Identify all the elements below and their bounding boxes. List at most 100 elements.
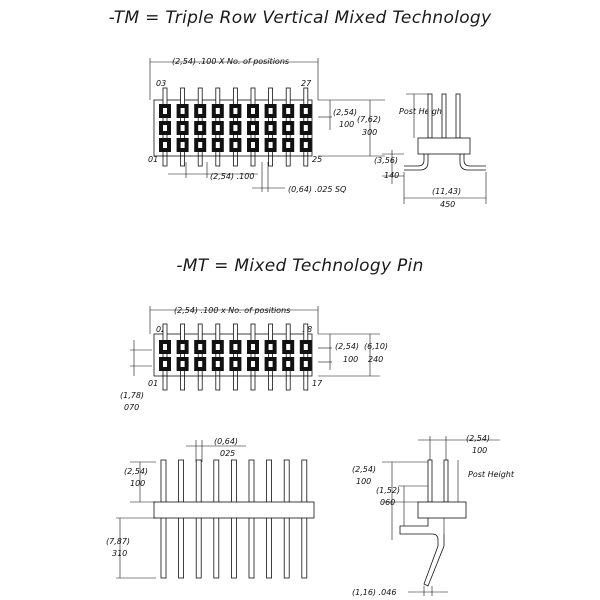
mt-pad-hole xyxy=(268,361,273,367)
tm-first-top: 03 xyxy=(156,79,166,88)
tm-pad-hole xyxy=(233,108,238,114)
tm-pin-tail xyxy=(250,155,256,167)
mt-dim-b-in: 240 xyxy=(368,355,383,364)
mt-front-view: (0,64) 025 (2,54) 100 (7,87) 310 xyxy=(106,437,315,579)
tm-pad-hole xyxy=(215,125,220,131)
mt-pin-tail xyxy=(215,375,221,391)
mt-dim-c-in: 070 xyxy=(124,403,139,412)
mt-front-pin xyxy=(248,459,255,579)
mt-front-pin xyxy=(266,459,273,579)
tm-pad-hole xyxy=(215,108,220,114)
mt-side-left-in: 100 xyxy=(356,477,371,486)
tm-pad-hole xyxy=(198,108,203,114)
mt-dim-len-mm: (7,87) xyxy=(106,537,130,546)
mt-pin-tail xyxy=(180,375,186,391)
mt-dim-c-mm: (1,78) xyxy=(120,391,144,400)
tm-last-top: 27 xyxy=(301,79,312,88)
mt-pad-hole xyxy=(303,344,308,350)
tm-side-view: Post Height (3,56) 140 (11,43) 450 xyxy=(374,93,487,209)
tm-dim-b-mm: (7,62) xyxy=(357,115,381,124)
tm-pad-hole xyxy=(198,142,203,148)
tm-pin-tail xyxy=(197,155,203,167)
tm-pad-hole xyxy=(180,125,185,131)
mt-pad-hole xyxy=(233,361,238,367)
mt-pin-tail xyxy=(162,375,168,391)
mt-side-view: (2,54) 100 Post Height (2,54) 100 (1,52)… xyxy=(352,434,515,597)
tm-first-bottom: 01 xyxy=(148,155,158,164)
tm-pad-hole xyxy=(251,125,255,131)
mt-front-pin xyxy=(195,459,202,579)
tm-pad-hole xyxy=(163,125,167,131)
tm-pad-hole xyxy=(163,108,167,114)
mt-pad-hole xyxy=(268,344,273,350)
mt-pad-hole xyxy=(198,361,203,367)
tm-pin-tail xyxy=(285,155,291,167)
tm-pad-hole xyxy=(180,108,185,114)
mt-dim-pin-in: 025 xyxy=(220,449,235,458)
tm-pad-hole xyxy=(286,108,291,114)
tm-pad-hole xyxy=(215,142,220,148)
title-tm: -TM = Triple Row Vertical Mixed Technolo… xyxy=(108,8,492,28)
tm-dim-a-mm: (2,54) xyxy=(333,108,357,117)
mt-pad-hole xyxy=(215,361,220,367)
mt-pad-hole xyxy=(286,344,291,350)
tm-dim-c-in: 140 xyxy=(384,171,399,180)
mt-pad-hole xyxy=(180,344,185,350)
mt-pin-tail xyxy=(197,375,203,391)
mt-dim-a-in: 100 xyxy=(343,355,358,364)
tm-post-height-1: Post Height xyxy=(399,107,446,116)
tm-pad-hole xyxy=(163,142,167,148)
tm-square-post: (0,64) .025 SQ xyxy=(288,185,346,194)
tm-pad-hole xyxy=(286,142,291,148)
tm-dim-d-mm: (11,43) xyxy=(432,187,461,196)
mt-front-pin xyxy=(283,459,290,579)
mt-first-top: 02 xyxy=(156,325,166,334)
tm-pad-hole xyxy=(303,142,308,148)
mt-dim-pin-mm: (0,64) xyxy=(214,437,238,446)
mt-front-pin xyxy=(178,459,185,579)
mt-side-mid-in: 060 xyxy=(380,498,395,507)
mt-pad-hole xyxy=(163,344,167,350)
tm-pad-hole xyxy=(251,108,255,114)
mt-post-height-1: Post Height xyxy=(468,470,515,479)
mt-pin-tail xyxy=(250,375,256,391)
mt-last-bottom: 17 xyxy=(312,379,323,388)
mt-pin-tail xyxy=(268,375,274,391)
tm-pad-hole xyxy=(303,108,308,114)
mt-pitch-label: (2,54) .100 x No. of positions xyxy=(174,306,290,315)
mt-pad-hole xyxy=(251,361,255,367)
tm-pad-hole xyxy=(303,125,308,131)
mt-dim-b-mm: (6,10) xyxy=(364,342,388,351)
tm-pad-hole xyxy=(233,142,238,148)
mt-side-top-in: 100 xyxy=(472,446,487,455)
mt-side-bottom: (1,16) .046 xyxy=(352,588,396,597)
tm-pin-tail xyxy=(180,155,186,167)
tm-pin-tail xyxy=(162,155,168,167)
tm-pad-hole xyxy=(268,125,273,131)
tm-pad-hole xyxy=(198,125,203,131)
tm-pad-hole xyxy=(268,142,273,148)
mt-dim-a-mm: (2,54) xyxy=(335,342,359,351)
mt-pad-hole xyxy=(163,361,167,367)
tm-top-view: (2,54) .100 X No. of positions 03 27 01 … xyxy=(148,57,385,194)
tm-dim-d-in: 450 xyxy=(440,200,455,209)
tm-pad-hole xyxy=(251,142,255,148)
tm-bottom-pitch: (2,54) .100 xyxy=(210,172,254,181)
mt-pad-hole xyxy=(180,361,185,367)
mt-pin-tail xyxy=(232,375,238,391)
mt-front-pin xyxy=(301,459,308,579)
mt-side-mid-mm: (1,52) xyxy=(376,486,400,495)
mt-pad-hole xyxy=(233,344,238,350)
mt-front-pin xyxy=(213,459,220,579)
mt-pad-hole xyxy=(198,344,203,350)
tm-pin-tail xyxy=(232,155,238,167)
mt-pad-hole xyxy=(303,361,308,367)
title-mt: -MT = Mixed Technology Pin xyxy=(176,256,424,276)
tm-pad-hole xyxy=(268,108,273,114)
mt-front-pin xyxy=(160,459,167,579)
tm-dim-c-mm: (3,56) xyxy=(374,156,398,165)
mt-pad-hole xyxy=(251,344,255,350)
mt-side-left-mm: (2,54) xyxy=(352,465,376,474)
mt-front-pin xyxy=(230,459,237,579)
